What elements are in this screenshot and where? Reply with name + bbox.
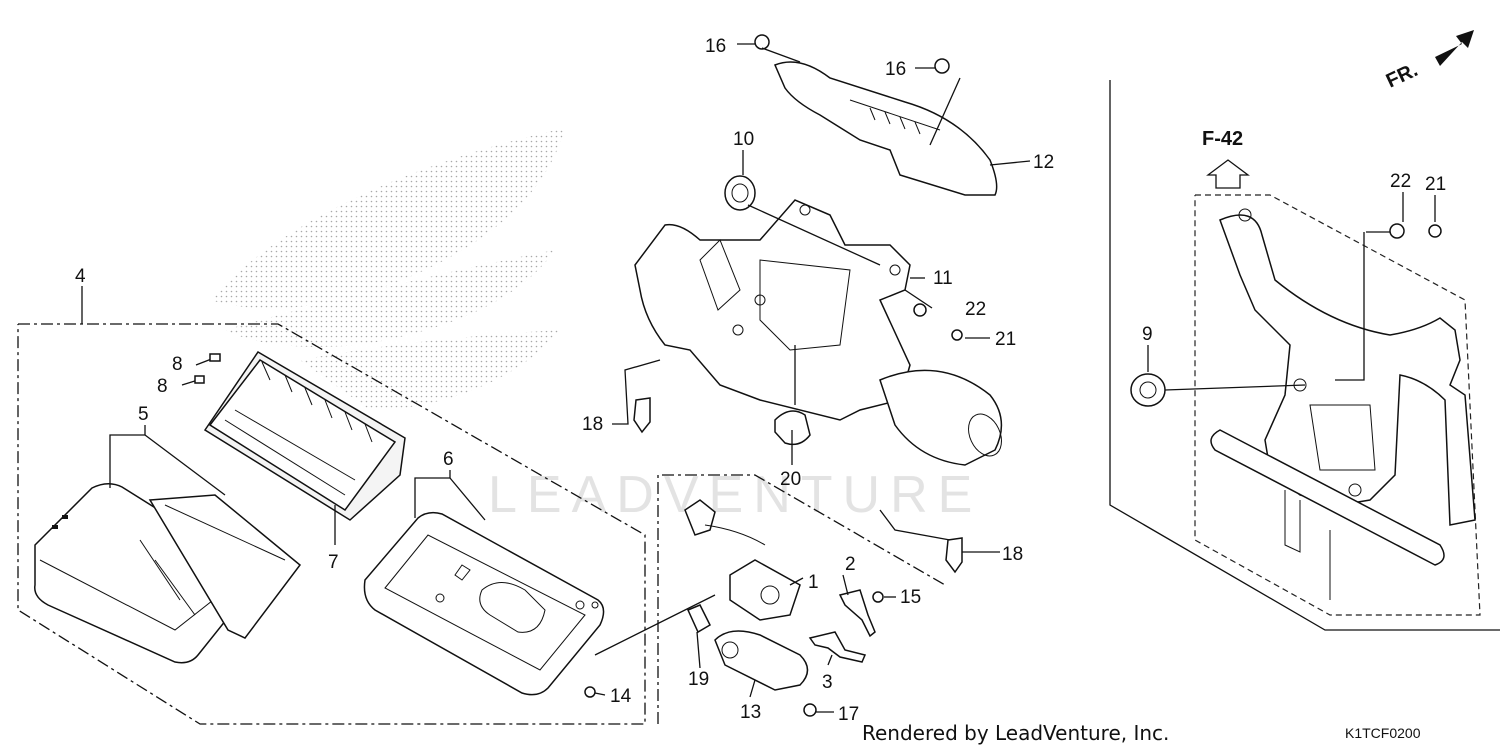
- part-13-cover: [714, 630, 809, 691]
- wing-emblem-watermark: [210, 128, 565, 410]
- part-1-switch-assembly: [684, 499, 801, 621]
- callout-11: 11: [933, 268, 953, 289]
- callout-12: 12: [1033, 152, 1054, 173]
- callout-14: 14: [610, 686, 632, 707]
- figure-code: K1TCF0200: [1345, 725, 1421, 741]
- callout-17: 17: [838, 704, 859, 725]
- part-11-mounting-bracket: [634, 199, 1003, 466]
- callout-22a: 22: [965, 299, 986, 320]
- reference-callout: F-42: [1202, 128, 1250, 189]
- part-19-nut: [686, 604, 711, 634]
- callout-16b: 16: [885, 59, 906, 80]
- callout-4: 4: [75, 266, 86, 287]
- front-label: FR.: [1383, 59, 1421, 93]
- render-credit: Rendered by LeadVenture, Inc.: [862, 721, 1169, 745]
- part-20-clip: [774, 410, 811, 446]
- callout-13: 13: [740, 702, 761, 723]
- part-10-grommet: [724, 175, 756, 211]
- assembly-outlines: [17, 80, 1500, 725]
- part-12-upper-cover: [774, 61, 998, 196]
- callout-19: 19: [688, 669, 709, 690]
- callout-21b: 21: [1425, 174, 1446, 195]
- part-8-screws: [181, 353, 221, 386]
- callout-20: 20: [780, 469, 801, 490]
- part-callouts: 1 2 3 4 5 6 7 8 8 9 10 11 12 13 14 15 16…: [75, 36, 1446, 725]
- callout-22b: 22: [1390, 171, 1411, 192]
- callout-10: 10: [733, 129, 754, 150]
- callout-3: 3: [822, 672, 833, 693]
- callout-18a: 18: [582, 414, 603, 435]
- fasteners: [584, 34, 1442, 717]
- callout-5: 5: [138, 404, 149, 425]
- part-9-grommet: [1130, 373, 1166, 407]
- watermark-text: LEADVENTURE: [488, 466, 982, 524]
- callout-18b: 18: [1002, 544, 1023, 565]
- leader-lines: [81, 43, 1436, 713]
- callout-1: 1: [808, 572, 819, 593]
- part-6-meter-case: [363, 511, 605, 696]
- callout-16a: 16: [705, 36, 726, 57]
- part-3-plate: [808, 631, 867, 663]
- front-direction-indicator: FR.: [1383, 30, 1474, 93]
- callout-21a: 21: [995, 329, 1016, 350]
- reference-label: F-42: [1202, 128, 1243, 150]
- part-2-plate: [838, 589, 876, 638]
- callout-8b: 8: [157, 376, 168, 397]
- callout-2: 2: [845, 554, 856, 575]
- callout-7: 7: [328, 552, 339, 573]
- part-5-meter-lens: [34, 483, 302, 664]
- callout-9: 9: [1142, 324, 1153, 345]
- frame-stay: [1210, 208, 1476, 600]
- callout-15: 15: [900, 587, 921, 608]
- callout-6: 6: [443, 449, 454, 470]
- callout-8a: 8: [172, 354, 183, 375]
- part-7-display-unit: [203, 350, 406, 521]
